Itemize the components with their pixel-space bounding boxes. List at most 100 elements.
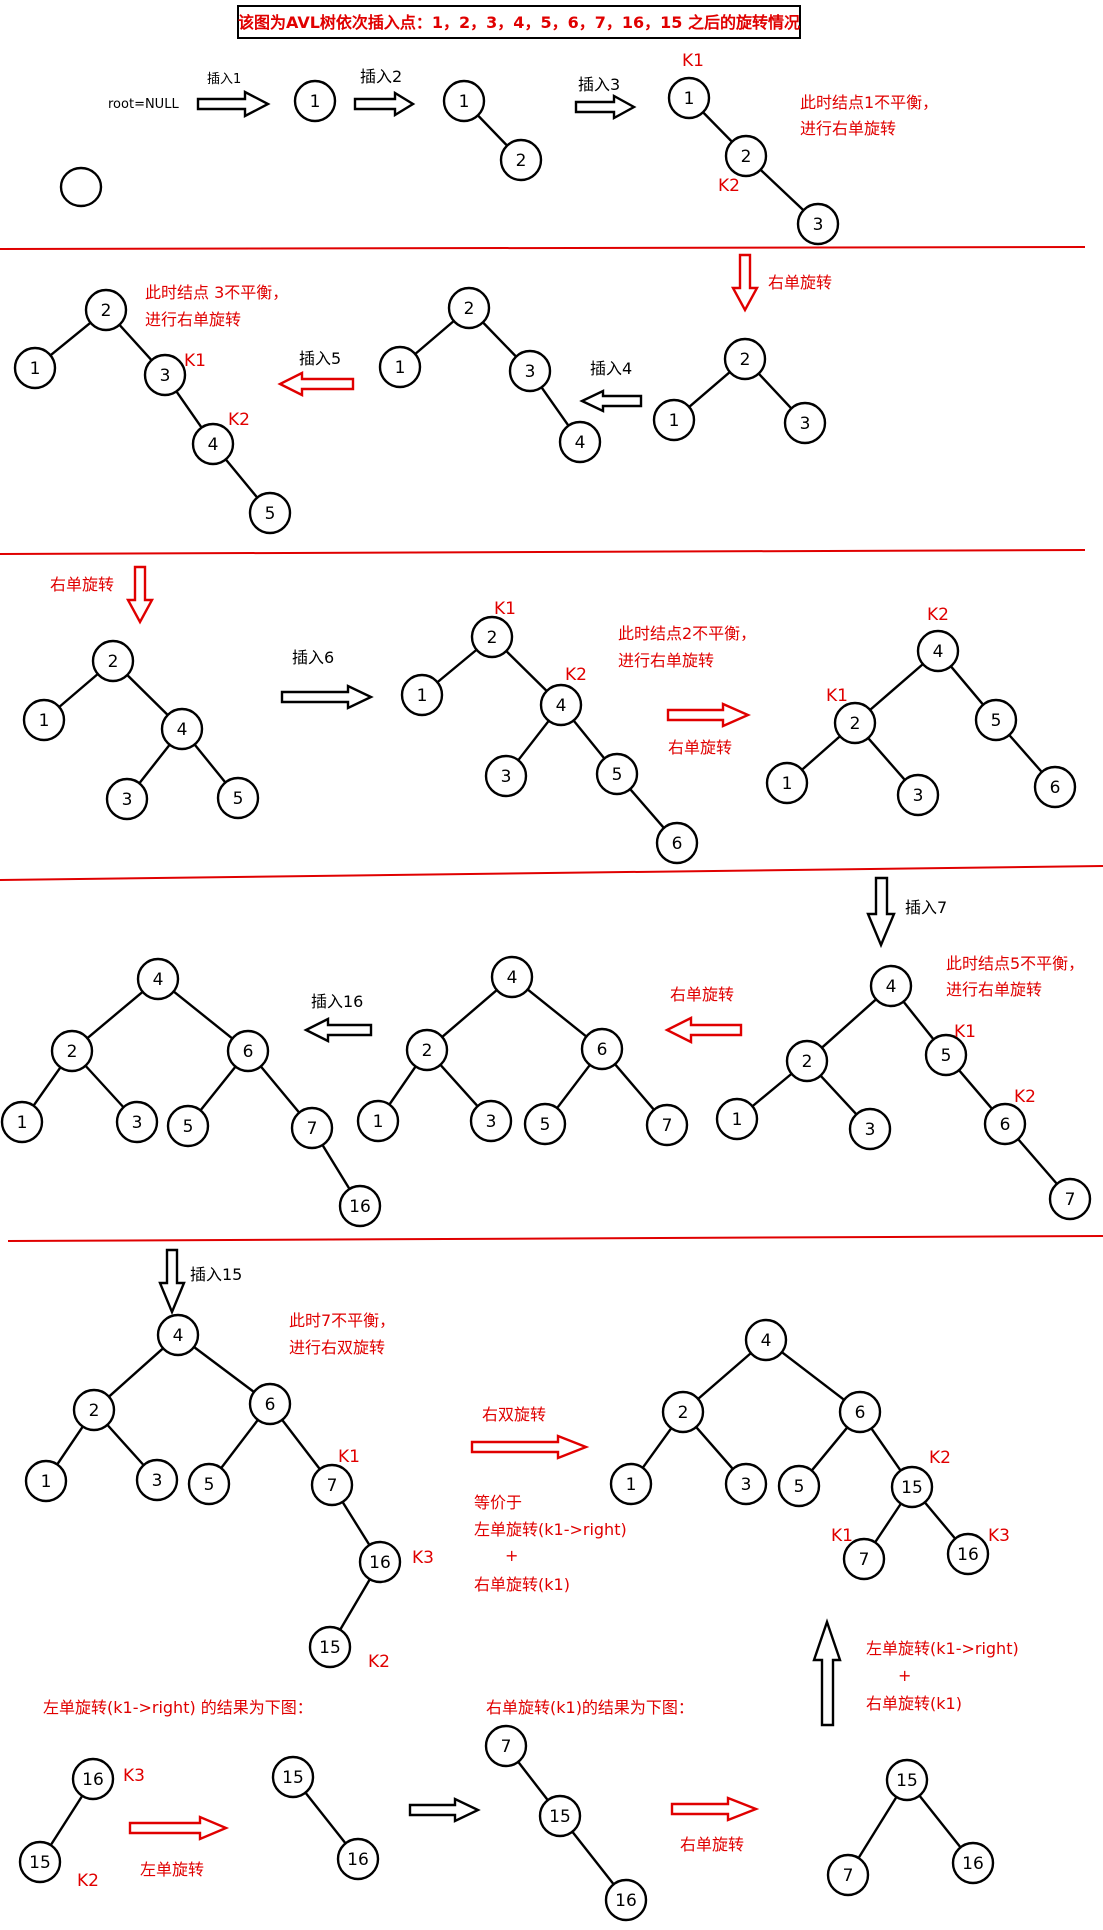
tree-node-circle <box>580 1027 624 1071</box>
tree-node-key: 15 <box>901 1478 923 1498</box>
tree-edge <box>388 1065 417 1106</box>
tree-node-circle <box>744 1318 788 1362</box>
k1-label-row4: K1 <box>954 1022 976 1042</box>
tree-node-key: 1 <box>41 1472 52 1492</box>
tree-node-circle <box>723 337 767 381</box>
tree-node-circle <box>842 1537 886 1581</box>
tree-node-key: 16 <box>347 1850 369 1870</box>
tree-node-circle <box>50 1029 94 1073</box>
tree-node-key: 7 <box>662 1116 673 1136</box>
tree-edge <box>199 1065 237 1112</box>
tree-edge <box>958 1069 993 1110</box>
tree-node-key: 4 <box>177 720 188 740</box>
note-node7-line2: 进行右双旋转 <box>289 1338 385 1357</box>
k1-label-row1: K1 <box>682 51 704 71</box>
insert-4-label: 插入4 <box>590 359 632 378</box>
arrow-right-rotation-4 <box>664 1016 743 1044</box>
tree-node-circle <box>470 615 514 659</box>
tree-edge <box>517 720 550 761</box>
tree-edge <box>641 1427 673 1469</box>
tree-edge <box>918 1794 962 1849</box>
tree-node-key: 6 <box>265 1395 276 1415</box>
separator-1 <box>0 246 1086 250</box>
arrow-insert-1 <box>196 90 271 118</box>
tree-node-circle <box>91 639 135 683</box>
tree-node-circle <box>974 698 1018 742</box>
tree-edge <box>526 988 588 1038</box>
arrow-to-right-rotation <box>408 1797 481 1823</box>
result-right-rotation-label: 右单旋转(k1)的结果为下图： <box>486 1698 694 1717</box>
tree-node-circle <box>484 754 528 798</box>
tree-node-key: 1 <box>669 411 680 431</box>
tree-edge <box>517 1761 549 1801</box>
tree-edge <box>86 990 144 1040</box>
tree-node-circle <box>293 79 337 123</box>
tree-node-circle <box>765 761 809 805</box>
step-right-rotation-label-2: 右单旋转(k1) <box>866 1694 962 1713</box>
tree-node-circle <box>24 1459 68 1503</box>
tree-node-key: 4 <box>886 977 897 997</box>
tree-edge <box>702 111 733 143</box>
right-double-rotation-label: 右双旋转 <box>482 1405 546 1424</box>
tree-node-circle <box>869 964 913 1008</box>
tree-node-circle <box>166 1104 210 1148</box>
tree-node-key: 4 <box>933 642 944 662</box>
insert-6-label: 插入6 <box>292 648 334 667</box>
tree-edge <box>821 998 877 1049</box>
root-null-label: root=NULL <box>108 97 179 112</box>
tree-node-circle <box>838 1390 882 1434</box>
tree-node-key: 2 <box>678 1403 689 1423</box>
separator-2 <box>0 549 1086 555</box>
arrow-left-rotation <box>128 1815 230 1841</box>
arrow-insert-2 <box>353 90 416 118</box>
tree-node-key: 2 <box>67 1042 78 1062</box>
tree-edge <box>695 1426 734 1470</box>
note-node3-line1: 此时结点 3不平衡， <box>145 283 288 302</box>
tree-edge <box>49 1795 84 1846</box>
tree-edge <box>441 989 498 1038</box>
tree-node-circle <box>826 1853 870 1897</box>
tree-node-circle <box>187 1462 231 1506</box>
tree-node-circle <box>508 349 552 393</box>
tree-edge <box>949 665 985 706</box>
k2-label-row3a: K2 <box>565 665 587 685</box>
k2-label-row3b: K2 <box>927 605 949 625</box>
tree-node-key: 2 <box>101 301 112 321</box>
tree-node-circle <box>896 773 940 817</box>
page-title: 该图为AVL树依次插入点：1，2，3，4，5，6，7，16，15 之后的旋转情况 <box>238 13 800 32</box>
tree-node-key: 2 <box>802 1052 813 1072</box>
tree-node-circle <box>916 629 960 673</box>
k1-label-row3a: K1 <box>494 599 516 619</box>
step-right-rotation-label: 右单旋转(k1) <box>474 1575 570 1594</box>
tree-node-key: 5 <box>265 504 276 524</box>
k3-label-row6: K3 <box>123 1766 145 1786</box>
tree-node-circle <box>1048 1177 1092 1221</box>
tree-edge <box>870 1427 902 1472</box>
tree-node-circle <box>84 288 128 332</box>
tree-node-key: 7 <box>859 1550 870 1570</box>
tree-edge <box>106 1424 145 1466</box>
tree-node-circle <box>833 701 877 745</box>
tree-node-circle <box>338 1184 382 1228</box>
tree-edge <box>49 321 92 357</box>
tree-node-key: 15 <box>29 1853 51 1873</box>
tree-edge <box>175 390 203 429</box>
left-rotation-label: 左单旋转 <box>140 1860 204 1879</box>
step-left-rotation-label-2: 左单旋转(k1->right) <box>866 1639 1019 1658</box>
tree-node-key: 1 <box>30 359 41 379</box>
tree-edge <box>220 1419 259 1469</box>
tree-node-circle <box>290 1106 334 1150</box>
tree-node-key: 1 <box>395 358 406 378</box>
tree-edge <box>321 1144 351 1190</box>
tree-node-circle <box>604 1878 648 1922</box>
tree-node-key: 5 <box>204 1475 215 1495</box>
tree-node-key: 5 <box>941 1046 952 1066</box>
tree-node-key: 2 <box>740 350 751 370</box>
tree-node-circle <box>539 683 583 727</box>
tree-edge <box>757 372 793 410</box>
right-rotation-label-3: 右单旋转 <box>668 738 732 757</box>
